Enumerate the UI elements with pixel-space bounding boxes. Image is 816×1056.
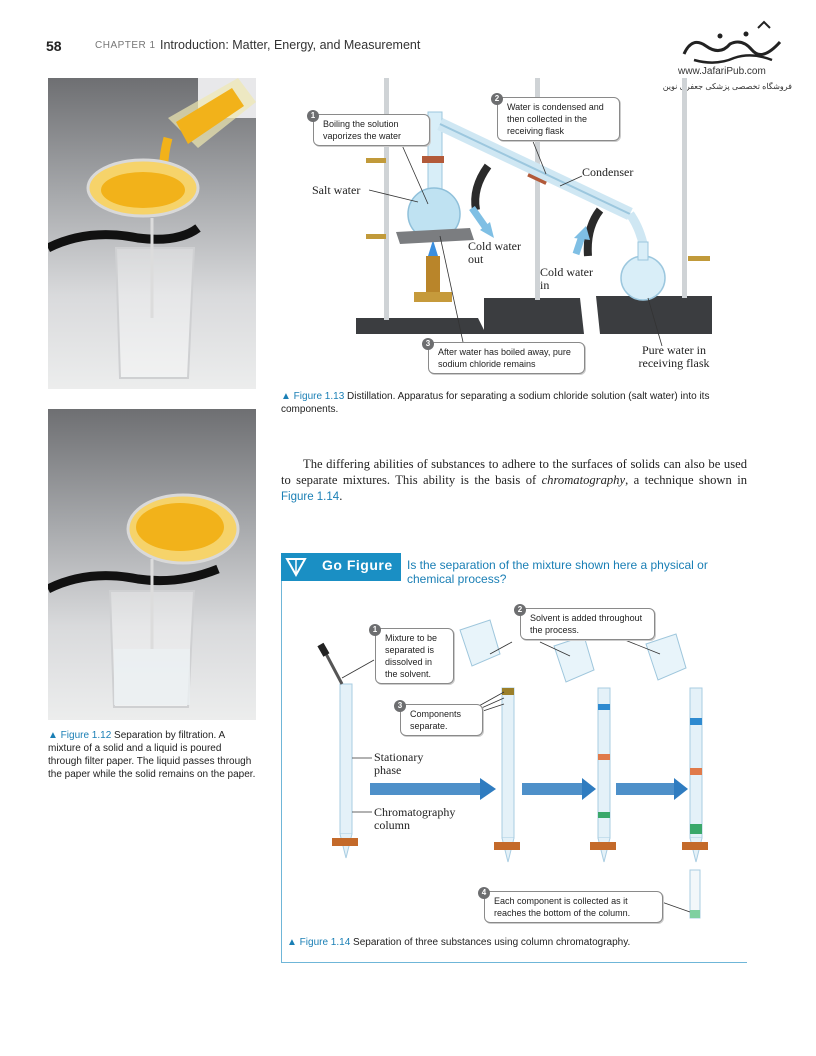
callout-text: Each component is collected as it reache… [494, 896, 631, 918]
figure-1-12-label: ▲ Figure 1.12 [48, 730, 112, 741]
filtration-photo-filtered [48, 409, 256, 720]
figure-1-14-link[interactable]: Figure 1.14 [281, 491, 340, 503]
body-text-part: , a technique shown in [625, 473, 747, 487]
callout-number-badge: 1 [307, 110, 319, 122]
callout-text: Components separate. [410, 709, 462, 731]
go-figure-frame [281, 553, 747, 963]
callout-text: Mixture to be separated is dissolved in … [385, 633, 438, 679]
body-paragraph: The differing abilities of substances to… [281, 456, 747, 505]
callout-number-badge: 3 [394, 700, 406, 712]
callout-text: After water has boiled away, pure sodium… [438, 347, 571, 369]
page-number: 58 [46, 38, 62, 54]
callout-number-badge: 1 [369, 624, 381, 636]
label-chromatography-column: Chromatography column [374, 805, 456, 832]
figure-1-14-label: ▲ Figure 1.14 [287, 937, 351, 948]
filtration-result-illustration [48, 493, 240, 708]
distillation-diagram [300, 78, 750, 378]
go-figure-header [281, 553, 401, 581]
chromatography-callout-2: 2 Solvent is added throughout the proces… [514, 604, 655, 640]
callout-text: Solvent is added throughout the process. [530, 613, 643, 635]
label-condenser: Condenser [582, 165, 634, 179]
go-figure-triangle-icon [285, 558, 307, 578]
figure-1-13-caption: ▲ Figure 1.13 Distillation. Apparatus fo… [281, 390, 741, 416]
watermark-tagline: فروشگاه تخصصی پزشکی جعفری نوین [662, 82, 792, 91]
go-figure-question: Is the separation of the mixture shown h… [407, 558, 708, 586]
label-cold-water-out: Cold water out [468, 239, 521, 266]
publisher-logo: www.JafariPub.com فروشگاه تخصصی پزشکی جع… [663, 16, 792, 100]
callout-text: Boiling the solution vaporizes the water [323, 119, 402, 141]
callout-text: Water is condensed and then collected in… [507, 102, 604, 136]
go-figure-label: Go Figure [322, 557, 393, 573]
chromatography-diagram [300, 600, 740, 930]
filtration-photo-pouring [48, 78, 256, 389]
callout-number-badge: 4 [478, 887, 490, 899]
chromatography-callout-4: 4 Each component is collected as it reac… [478, 887, 663, 923]
figure-1-12-caption: ▲ Figure 1.12 Separation by filtration. … [48, 729, 258, 781]
filtration-pouring-illustration [48, 78, 256, 379]
label-cold-water-in: Cold water in [540, 265, 593, 292]
distillation-callout-2: 2 Water is condensed and then collected … [491, 93, 620, 141]
body-text-part: . [339, 489, 343, 503]
chromatography-callout-1: 1 Mixture to be separated is dissolved i… [369, 624, 454, 684]
figure-1-13-label: ▲ Figure 1.13 [281, 391, 345, 402]
chapter-title: Introduction: Matter, Energy, and Measur… [160, 38, 421, 52]
watermark-url: www.JafariPub.com [678, 66, 766, 77]
body-italic-term: chromatography [541, 473, 626, 487]
figure-1-14-caption: ▲ Figure 1.14 Separation of three substa… [287, 936, 737, 949]
callout-number-badge: 2 [514, 604, 526, 616]
label-stationary-phase: Stationary phase [374, 750, 424, 777]
distillation-callout-3: 3 After water has boiled away, pure sodi… [422, 338, 585, 374]
chromatography-callout-3: 3 Components separate. [394, 700, 483, 736]
label-pure-water: Pure water in receiving flask [638, 343, 710, 370]
chapter-label: CHAPTER 1 [95, 40, 156, 51]
distillation-callout-1: 1 Boiling the solution vaporizes the wat… [307, 110, 430, 146]
figure-1-14-text: Separation of three substances using col… [353, 937, 631, 948]
callout-number-badge: 3 [422, 338, 434, 350]
callout-number-badge: 2 [491, 93, 503, 105]
body-text-part: The differing abilities of substances to… [281, 457, 747, 487]
logo-calligraphy-icon [682, 20, 782, 64]
label-salt-water: Salt water [312, 183, 361, 197]
chromatography-illustration [317, 619, 708, 919]
figure-1-12-text: Separation by filtration. A mixture of a… [48, 730, 256, 780]
figure-1-13-text: Distillation. Apparatus for separating a… [281, 391, 710, 415]
distillation-apparatus-illustration [356, 78, 712, 347]
